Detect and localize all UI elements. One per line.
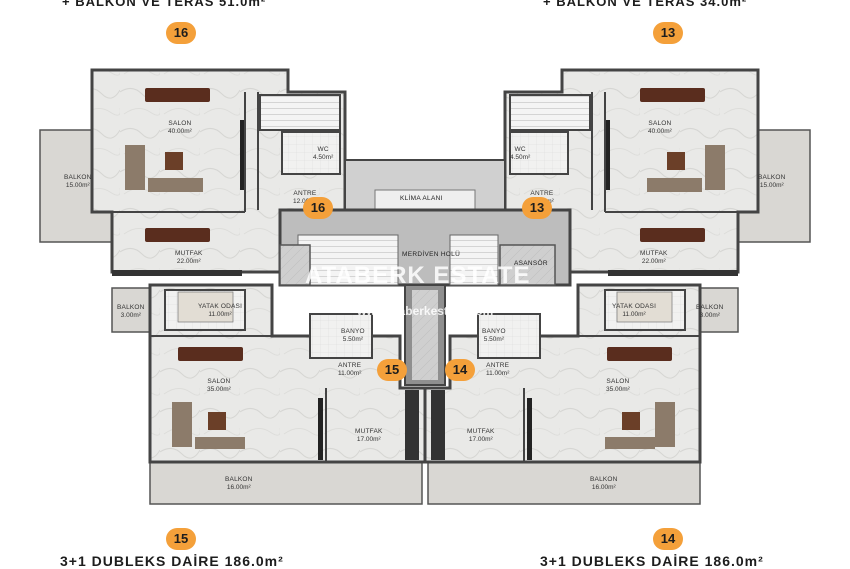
header-top-right: + BALKON VE TERAS 34.0m² — [543, 0, 748, 9]
bed-14 — [616, 291, 673, 323]
sofa-16 — [125, 145, 145, 190]
klima-alani-label: KLİMA ALANI — [400, 195, 443, 202]
kitchen-counter-15 — [405, 390, 419, 460]
plan-badge-15: 15 — [377, 359, 407, 381]
plan-badge-13: 13 — [522, 197, 552, 219]
watermark-brand: ATABERK ESTATE — [305, 262, 531, 289]
sofa-14 — [655, 402, 675, 447]
balkon-14-small-area — [697, 287, 739, 333]
plan-badge-14: 14 — [445, 359, 475, 381]
dining-table-14 — [607, 347, 672, 361]
kitchen-table-16 — [145, 228, 210, 242]
sofa-15 — [172, 402, 192, 447]
dining-table-13 — [640, 88, 705, 102]
bed-15 — [177, 291, 234, 323]
footer-bottom-right: 3+1 DUBLEKS DAİRE 186.0m² — [540, 553, 764, 569]
dining-table-15 — [178, 347, 243, 361]
kitchen-counter-14 — [431, 390, 445, 460]
plan-badge-16: 16 — [303, 197, 333, 219]
balkon-15-small-area — [111, 287, 153, 333]
kitchen-counter-16 — [112, 270, 242, 276]
kitchen-table-13 — [640, 228, 705, 242]
unit-badge-15: 15 — [166, 528, 196, 550]
balkon-14-area — [427, 461, 701, 505]
common-core — [278, 159, 572, 386]
header-top-left: + BALKON VE TERAS 51.0m² — [62, 0, 267, 9]
unit-badge-16: 16 — [166, 22, 196, 44]
asansor-label: ASANSÖR — [514, 260, 548, 267]
footer-bottom-left: 3+1 DUBLEKS DAİRE 186.0m² — [60, 553, 284, 569]
unit-badge-13: 13 — [653, 22, 683, 44]
dining-table-16 — [145, 88, 210, 102]
unit-badge-14: 14 — [653, 528, 683, 550]
sofa-13 — [705, 145, 725, 190]
balkon-15-area — [149, 461, 423, 505]
watermark-url: www.ataberkestate.com — [357, 304, 494, 318]
furniture — [112, 88, 738, 460]
kitchen-counter-13 — [608, 270, 738, 276]
merdiven-holu-label: MERDİVEN HOLÜ — [402, 251, 461, 258]
